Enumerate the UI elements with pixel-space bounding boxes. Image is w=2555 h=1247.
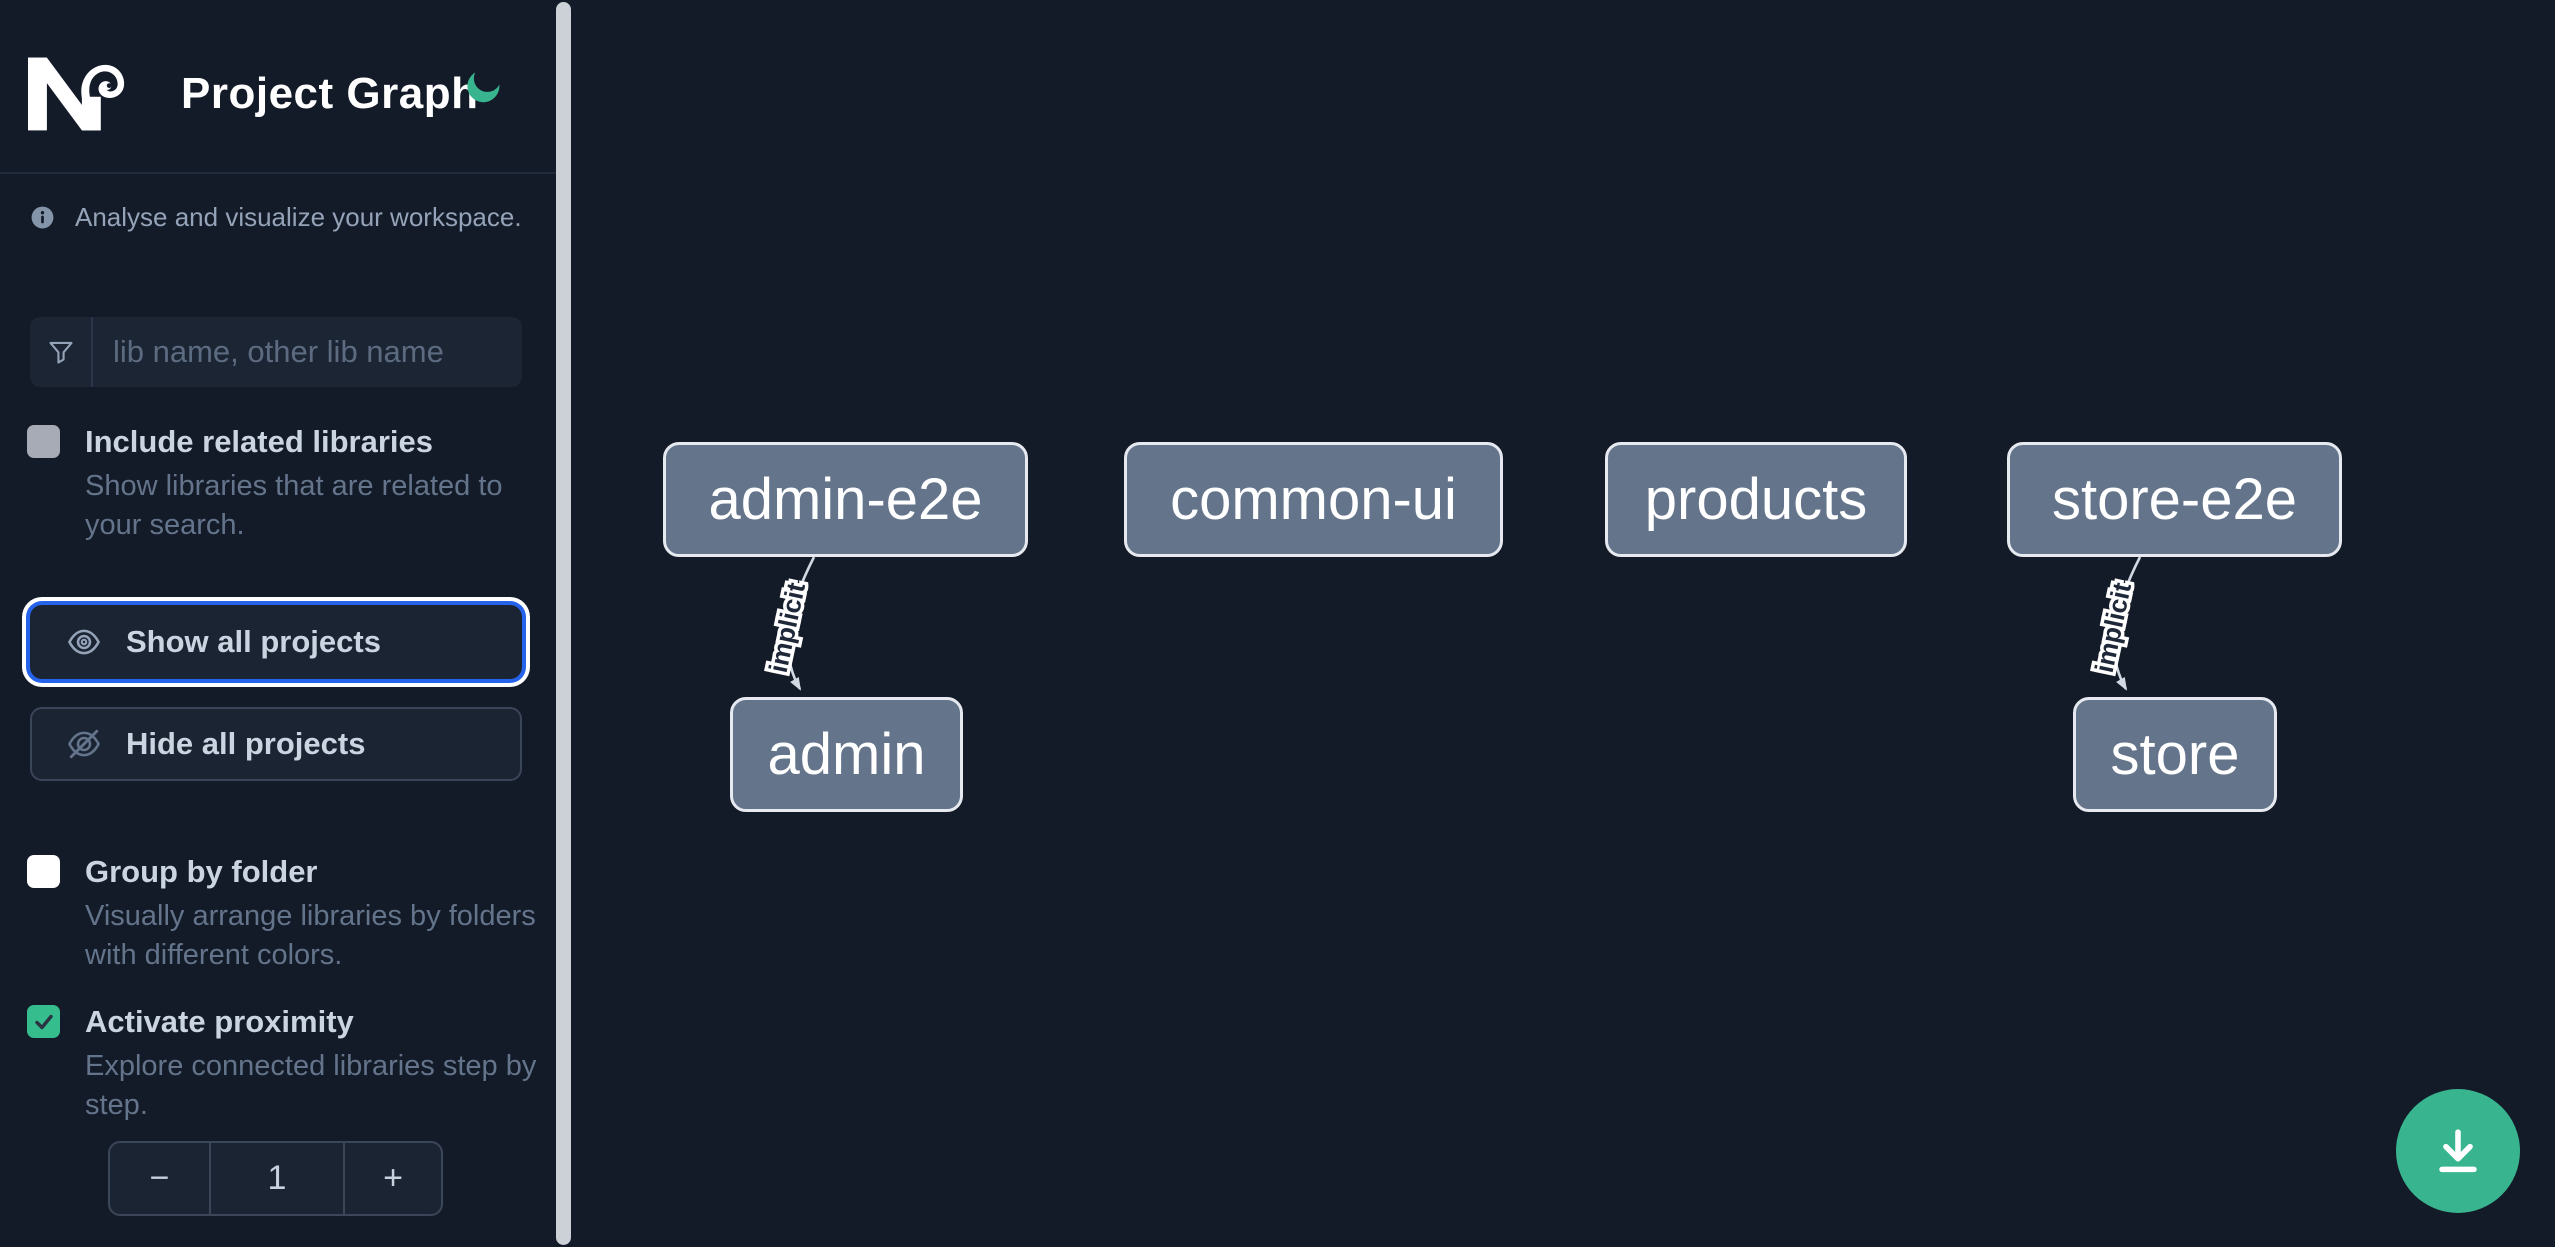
include-related-checkbox[interactable] — [27, 425, 60, 458]
filter-input[interactable] — [93, 317, 522, 387]
proximity-value: 1 — [209, 1143, 345, 1214]
activate-proximity-description: Explore connected libraries step by step… — [85, 1050, 537, 1121]
filter-icon-cell — [30, 317, 93, 387]
option-include-related: Include related libraries Show libraries… — [27, 423, 527, 545]
activate-proximity-label[interactable]: Activate proximity — [85, 1004, 354, 1039]
proximity-increment-button[interactable]: + — [345, 1143, 441, 1214]
dark-mode-toggle[interactable] — [462, 64, 506, 108]
include-related-description: Show libraries that are related to your … — [85, 470, 503, 541]
nx-logo-icon — [28, 57, 125, 131]
proximity-decrement-button[interactable]: − — [110, 1143, 209, 1214]
download-graph-button[interactable] — [2396, 1089, 2520, 1213]
show-all-projects-label: Show all projects — [126, 624, 381, 659]
funnel-icon — [48, 341, 73, 364]
option-activate-proximity: Activate proximity Explore connected lib… — [27, 1003, 536, 1125]
graph-node-store[interactable]: store — [2073, 697, 2277, 812]
download-icon — [2439, 1129, 2477, 1173]
group-by-folder-checkbox[interactable] — [27, 855, 60, 888]
graph-node-admin-e2e[interactable]: admin-e2e — [663, 442, 1028, 557]
show-all-projects-button[interactable]: Show all projects — [30, 605, 522, 679]
filter-box — [30, 317, 522, 387]
hide-all-projects-button[interactable]: Hide all projects — [30, 707, 522, 781]
page-title: Project Graph — [181, 69, 479, 118]
graph-node-store-e2e[interactable]: store-e2e — [2007, 442, 2342, 557]
option-group-by-folder: Group by folder Visually arrange librari… — [27, 853, 536, 975]
group-by-folder-description: Visually arrange libraries by folders wi… — [85, 900, 536, 971]
graph-node-products[interactable]: products — [1605, 442, 1907, 557]
graph-node-admin[interactable]: admin — [730, 697, 963, 812]
info-icon — [31, 206, 54, 229]
sidebar-scrollbar[interactable] — [556, 2, 571, 1245]
sidebar-header: Project Graph — [0, 0, 556, 174]
eye-off-icon — [68, 729, 100, 759]
workspace-info-text: Analyse and visualize your workspace. — [75, 202, 522, 232]
moon-icon — [467, 71, 500, 102]
graph-canvas[interactable] — [571, 0, 2555, 1247]
group-by-folder-label[interactable]: Group by folder — [85, 854, 318, 889]
eye-icon — [68, 629, 100, 655]
graph-node-common-ui[interactable]: common-ui — [1124, 442, 1503, 557]
proximity-stepper: − 1 + — [108, 1141, 443, 1216]
hide-all-projects-label: Hide all projects — [126, 726, 366, 761]
include-related-label[interactable]: Include related libraries — [85, 424, 434, 459]
check-icon — [34, 1014, 53, 1029]
sidebar: Project Graph Analyse and visualize your… — [0, 0, 556, 1247]
workspace-info: Analyse and visualize your workspace. — [30, 202, 522, 233]
activate-proximity-checkbox[interactable] — [27, 1005, 60, 1038]
